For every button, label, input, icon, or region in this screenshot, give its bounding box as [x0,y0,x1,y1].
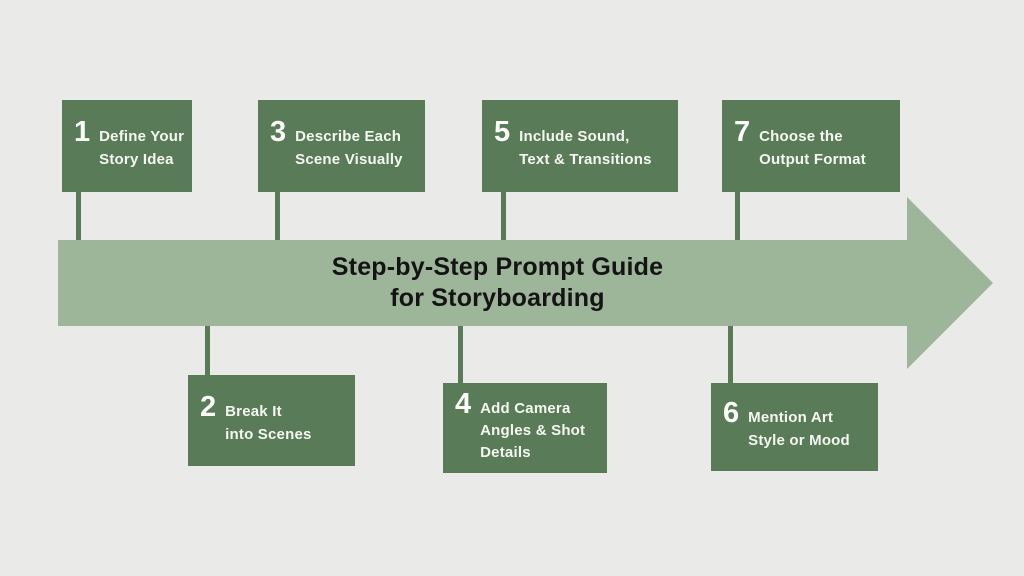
step-7-number: 7 [734,116,751,148]
step-7-label: Choose the Output Format [759,125,866,171]
step-4-label: Add Camera Angles & Shot Details [480,398,585,464]
step-6-label-line-1: Mention Art [748,409,834,426]
timeline-arrow-head [907,197,993,369]
step-7-label-line-2: Output Format [759,151,866,168]
step-5-box: 5 Include Sound, Text & Transitions [482,100,678,192]
step-7-box: 7 Choose the Output Format [722,100,900,192]
step-1-label-line-1: Define Your [99,128,185,145]
step-6-label-line-2: Style or Mood [748,432,850,449]
connector-step-5 [501,192,506,240]
step-1-number: 1 [74,116,91,148]
step-4-label-line-2: Angles & Shot [480,421,586,439]
step-3-box: 3 Describe Each Scene Visually [258,100,425,192]
step-6-number: 6 [723,397,740,429]
step-2-label: Break It into Scenes [225,400,311,446]
connector-step-3 [275,192,280,240]
connector-step-4 [458,326,463,383]
step-2-box: 2 Break It into Scenes [188,375,355,466]
step-2-label-line-1: Break It [225,402,282,420]
step-1-label-line-2: Story Idea [99,151,174,168]
title-line-1: Step-by-Step Prompt Guide [331,253,664,281]
step-4-label-line-1: Add Camera [480,399,571,417]
step-1-box: 1 Define Your Story Idea [62,100,192,192]
step-4-box: 4 Add Camera Angles & Shot Details [443,383,607,473]
connector-step-6 [728,326,733,383]
step-7-label-line-1: Choose the [759,128,843,145]
step-5-label-line-2: Text & Transitions [519,151,652,168]
connector-step-2 [205,326,210,375]
timeline-arrow-band [58,240,907,326]
step-6-box: 6 Mention Art Style or Mood [711,383,878,471]
title-line-2: for Storyboarding [390,284,605,312]
connector-step-1 [76,192,81,240]
step-5-number: 5 [494,116,511,148]
step-6-label: Mention Art Style or Mood [748,406,850,452]
step-3-label: Describe Each Scene Visually [295,125,403,171]
step-5-label: Include Sound, Text & Transitions [519,125,652,171]
step-3-label-line-2: Scene Visually [295,151,403,168]
infographic-title: Step-by-Step Prompt Guide for Storyboard… [58,240,907,326]
step-1-label: Define Your Story Idea [99,125,184,171]
step-4-label-line-3: Details [480,443,531,461]
step-3-number: 3 [270,116,287,148]
step-4-number: 4 [455,387,472,420]
step-2-label-line-2: into Scenes [225,425,312,443]
step-3-label-line-1: Describe Each [295,128,402,145]
connector-step-7 [735,192,740,240]
step-5-label-line-1: Include Sound, [519,128,630,145]
step-2-number: 2 [200,390,217,423]
